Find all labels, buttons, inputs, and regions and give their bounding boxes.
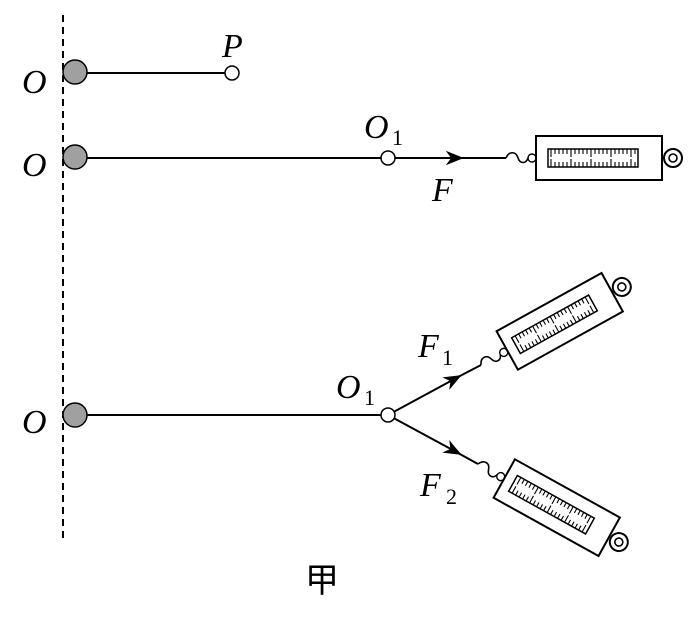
- label-f1: F: [417, 328, 440, 365]
- string-f2: [387, 414, 462, 455]
- scale-hook: [505, 151, 529, 164]
- scale-slot: [547, 148, 639, 168]
- string-f2-cont: [457, 452, 479, 465]
- label-f2-sub: 2: [446, 484, 457, 509]
- row-3-two-scales: O O 1 F 1 F 2: [22, 271, 632, 558]
- row-1-initial: O P: [22, 28, 243, 101]
- label-f: F: [431, 172, 454, 209]
- knot-o1-mid: [380, 150, 396, 166]
- knot-o1-bot: [380, 407, 396, 423]
- label-o1-mid: O: [364, 109, 389, 146]
- scale-hook: [477, 461, 498, 478]
- spring-scale-1: [505, 135, 683, 181]
- scale-ticks: [511, 477, 592, 533]
- label-f2: F: [419, 467, 442, 504]
- string-f1: [387, 375, 462, 416]
- anchor-pin-1: [62, 59, 88, 85]
- label-o-bot: O: [22, 404, 47, 441]
- figure-caption: 甲: [305, 561, 339, 601]
- row-2-single-scale: O O 1 F: [22, 109, 683, 209]
- scale-ring-inner: [668, 153, 678, 163]
- scale-ticks: [550, 149, 636, 167]
- scale-ticks: [514, 296, 595, 352]
- label-o1-bot: O: [336, 369, 361, 406]
- label-o1-mid-sub: 1: [392, 125, 403, 150]
- scale-hook: [480, 354, 502, 366]
- label-o-top: O: [22, 64, 47, 101]
- label-o1-bot-sub: 1: [364, 385, 375, 410]
- anchor-pin-2: [62, 144, 88, 170]
- string-f1-cont: [457, 364, 482, 378]
- scale-ring-small: [527, 153, 537, 163]
- anchor-pin-3: [62, 402, 88, 428]
- label-o-mid: O: [22, 147, 47, 184]
- point-p: [224, 65, 240, 81]
- spring-scale-3: [477, 457, 629, 558]
- label-p: P: [221, 28, 243, 65]
- label-f1-sub: 1: [442, 345, 453, 370]
- scale-ring-inner: [614, 537, 624, 547]
- scale-ring-inner: [617, 282, 627, 292]
- spring-scale-2: [480, 271, 632, 372]
